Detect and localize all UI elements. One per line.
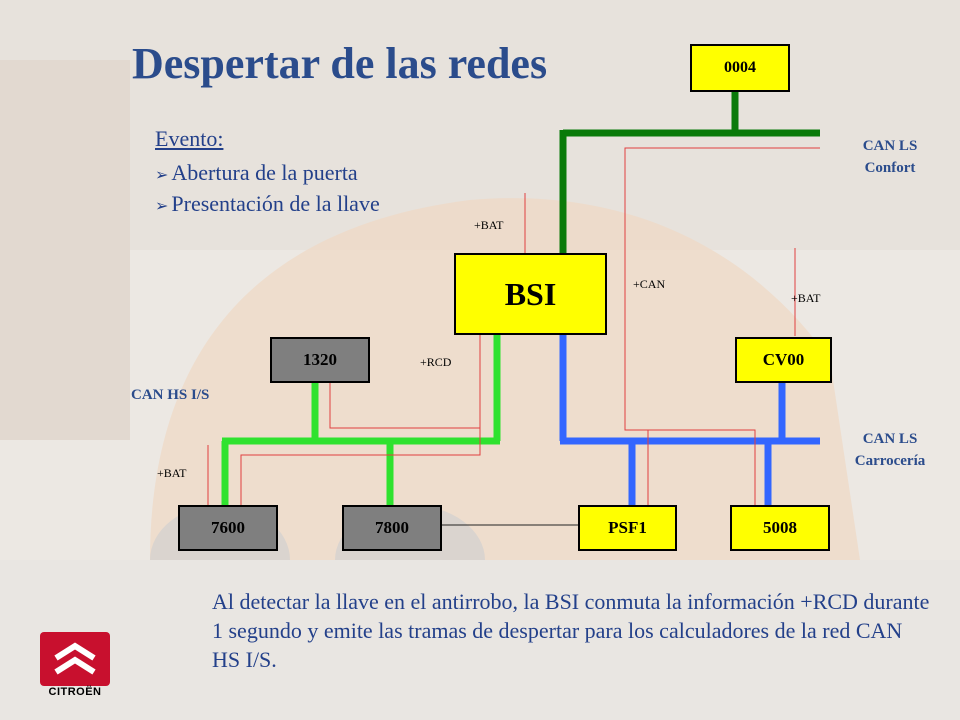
can-ls-confort-bus xyxy=(559,90,820,255)
network-label-line: CAN LS xyxy=(862,138,918,154)
power-wires xyxy=(207,147,820,507)
network-label-line: CAN LS xyxy=(862,431,918,447)
network-label-can-ls-carroceria: CAN LS Carrocería xyxy=(830,428,950,472)
network-label-can-ls-confort: CAN LS Confort xyxy=(830,135,950,179)
node-7600: 7600 xyxy=(178,505,278,551)
description-text: Al detectar la llave en el antirrobo, la… xyxy=(212,589,930,672)
arrow-bullet-icon: ➢ xyxy=(155,167,169,184)
citroen-logo: CITROËN xyxy=(40,632,110,700)
network-label-can-hs: CAN HS I/S xyxy=(131,387,210,403)
signal-rcd: +RCD xyxy=(420,355,452,369)
event-item-label: Presentación de la llave xyxy=(171,191,380,216)
node-5008: 5008 xyxy=(730,505,830,551)
double-chevron-icon xyxy=(54,642,96,675)
node-bsi: BSI xyxy=(454,253,607,335)
signal-bat-cv00: +BAT xyxy=(791,291,821,305)
node-cv00: CV00 xyxy=(735,337,832,383)
event-item: ➢Abertura de la puerta xyxy=(155,160,358,186)
signal-bat-bsi: +BAT xyxy=(474,218,504,232)
citroen-logo-badge xyxy=(40,632,110,686)
node-0004: 0004 xyxy=(690,44,790,92)
node-7800: 7800 xyxy=(342,505,442,551)
event-item-label: Abertura de la puerta xyxy=(171,160,358,185)
arrow-bullet-icon: ➢ xyxy=(155,198,169,215)
network-label-line: Carrocería xyxy=(854,453,926,469)
can-hs-is-bus xyxy=(221,333,501,505)
event-heading: Evento: xyxy=(155,126,224,151)
node-psf1: PSF1 xyxy=(578,505,677,551)
event-item: ➢Presentación de la llave xyxy=(155,191,380,217)
page-title: Despertar de las redes xyxy=(132,39,548,88)
signal-can: +CAN xyxy=(633,277,666,291)
citroen-logo-text: CITROËN xyxy=(48,686,102,698)
network-label-line: Confort xyxy=(864,160,916,176)
node-1320: 1320 xyxy=(270,337,370,383)
can-ls-carroceria-bus xyxy=(559,333,820,505)
signal-bat-7600: +BAT xyxy=(157,466,187,480)
